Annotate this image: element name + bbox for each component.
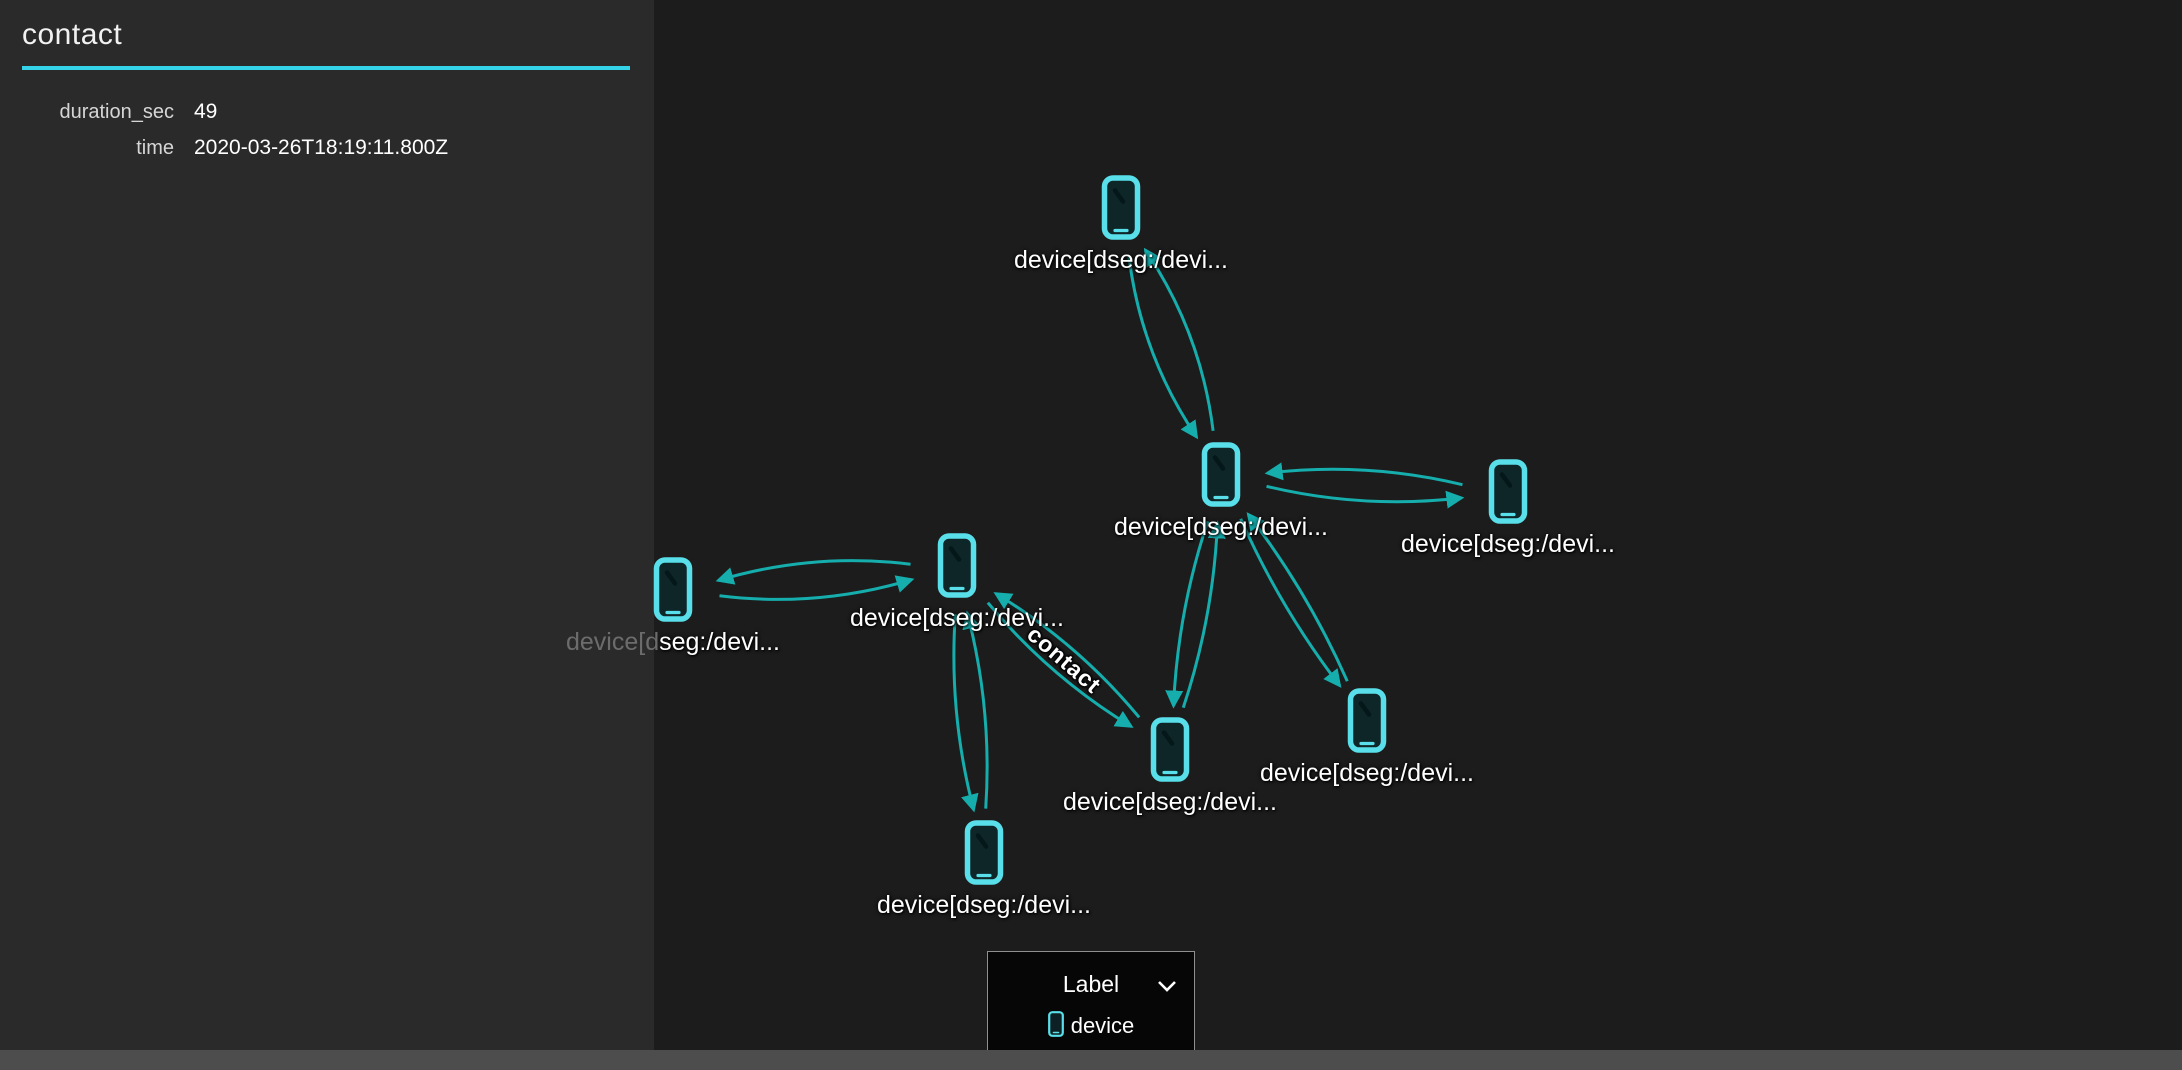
graph-edge[interactable] — [1246, 512, 1349, 682]
graph-node-device[interactable] — [1150, 717, 1190, 788]
graph-node-label: device[dseg:/devi... — [1114, 513, 1328, 542]
graph-edge[interactable] — [1143, 247, 1215, 432]
graph-edge[interactable] — [1239, 518, 1342, 688]
field-row-duration: duration_sec 49 — [22, 100, 632, 124]
graph-edge[interactable] — [1264, 462, 1463, 487]
panel-title: contact — [22, 18, 123, 51]
graph-edge[interactable] — [1266, 484, 1465, 509]
graph-node-label: device[dseg:/devi... — [877, 891, 1091, 920]
graph-edge[interactable] — [962, 610, 989, 809]
field-label: duration_sec — [59, 101, 174, 123]
graph-edge[interactable] — [986, 601, 1134, 728]
graph-node-device[interactable] — [1488, 459, 1528, 530]
scrollbar-track[interactable] — [0, 1050, 2182, 1070]
graph-node-label-text: seg:/devi... — [659, 628, 781, 656]
field-label: time — [136, 137, 174, 159]
graph-node-device[interactable] — [1347, 688, 1387, 759]
graph-node-label-text: device[dseg:/devi... — [1113, 513, 1329, 541]
graph-node-device[interactable] — [1101, 175, 1141, 246]
graph-edge[interactable] — [952, 614, 979, 813]
graph-node-device[interactable] — [653, 557, 693, 628]
graph-node-label-text: device[dseg:/devi... — [1013, 246, 1229, 274]
graph-node-device[interactable] — [964, 820, 1004, 891]
graph-node-label-text: device[dseg:/devi... — [1400, 530, 1616, 558]
legend-dropdown[interactable]: Label — [988, 967, 1194, 1003]
graph-node-label-text: device[dseg:/devi... — [1062, 788, 1278, 816]
graph-node-label: device[dseg:/devi... — [1014, 246, 1228, 275]
graph-edge[interactable] — [719, 575, 915, 601]
device-icon — [1047, 1010, 1064, 1042]
field-table: duration_sec 49 time 2020-03-26T18:19:11… — [22, 100, 632, 160]
graph-edge[interactable] — [1165, 520, 1210, 709]
chevron-down-icon — [1156, 979, 1178, 997]
legend-title: Label — [1062, 971, 1120, 997]
graph-edge[interactable] — [715, 559, 911, 585]
detail-panel: contact duration_sec 49 time 2020-03-26T… — [0, 0, 654, 1050]
field-value: 2020-03-26T18:19:11.800Z — [194, 136, 449, 159]
graph-node-device[interactable] — [937, 533, 977, 604]
graph-node-label: device[dseg:/devi... — [1260, 759, 1474, 788]
graph-node-label-text: device[dseg:/devi... — [876, 891, 1092, 919]
legend-item-device[interactable]: device — [988, 1010, 1194, 1042]
graph-edge-label: contact — [1021, 620, 1106, 699]
legend-item-label: device — [1070, 1013, 1135, 1038]
graph-node-label: device[dseg:/devi... — [1401, 530, 1615, 559]
field-value: 49 — [194, 100, 218, 123]
graph-node-label: device[dseg:/devi... — [1063, 788, 1277, 817]
field-row-time: time 2020-03-26T18:19:11.800Z — [22, 136, 632, 160]
graph-node-device[interactable] — [1201, 442, 1241, 513]
graph-node-label-text: device[dseg:/devi... — [1259, 759, 1475, 787]
legend-box: Label device — [987, 951, 1195, 1057]
panel-accent-rule — [22, 66, 630, 70]
graph-edge[interactable] — [993, 592, 1141, 719]
graph-edge[interactable] — [1181, 520, 1226, 709]
graph-edge[interactable] — [1127, 255, 1199, 440]
